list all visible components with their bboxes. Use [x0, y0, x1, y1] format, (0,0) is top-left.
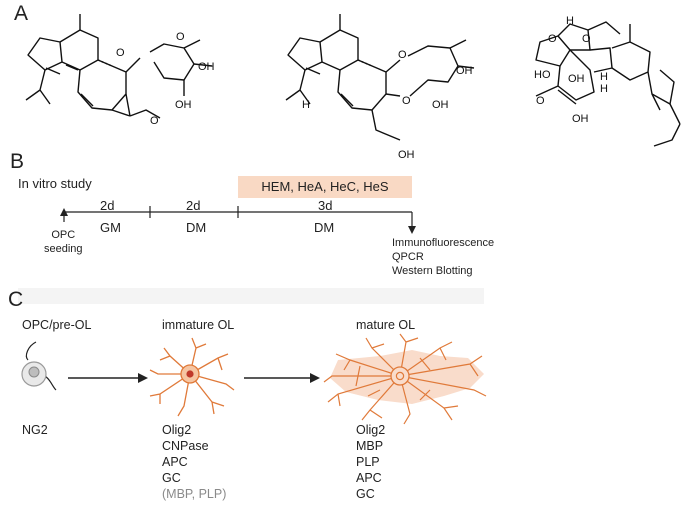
s2-hydroxyl-1: OH: [456, 65, 473, 77]
s3-oxygen-1: O: [548, 33, 557, 45]
s3-hydrogen-3: H: [600, 83, 608, 95]
stage-title-immature: immature OL: [162, 318, 235, 332]
opc-seeding-label: OPC seeding: [44, 228, 83, 256]
panel-a-structures: O O OH OH O H O O OH OH OH H O O H HO OH…: [25, 14, 681, 160]
s3-ketone-oxygen: O: [536, 95, 545, 107]
medium-3: DM: [314, 220, 335, 235]
s1-sugar-oxygen: O: [176, 31, 185, 43]
s3-oxygen-2: O: [582, 33, 591, 45]
medium-1: GM: [100, 220, 121, 235]
marker-item: CNPase: [162, 439, 209, 453]
panel-c-letter: C: [8, 288, 24, 311]
opc-cell: [21, 341, 57, 391]
marker-item: Olig2: [356, 423, 386, 437]
marker-item: NG2: [22, 423, 48, 437]
marker-item: APC: [356, 471, 382, 485]
marker-item: GC: [356, 487, 375, 501]
s1-hydroxyl-1: OH: [198, 61, 215, 73]
s2-oxygen-1: O: [398, 49, 407, 61]
s3-hydrogen-1: H: [566, 15, 574, 27]
marker-item: MBP: [356, 439, 384, 453]
panel-c-band: [18, 288, 484, 304]
structure-3: [535, 21, 681, 147]
s2-hydroxyl-3: OH: [398, 149, 415, 160]
end-label-2: QPCR: [392, 251, 424, 263]
s2-hydrogen: H: [302, 99, 310, 111]
panel-a-letter: A: [14, 2, 29, 25]
stage-title-mature: mature OL: [356, 318, 416, 332]
duration-1: 2d: [100, 198, 115, 213]
markers-opc: NG2: [22, 422, 48, 438]
marker-item-muted: (MBP, PLP): [162, 487, 227, 501]
mature-ol-cell: [323, 333, 487, 425]
s1-ring-oxygen: O: [116, 47, 125, 59]
s2-oxygen-2: O: [402, 95, 411, 107]
duration-3: 3d: [318, 198, 333, 213]
marker-item: APC: [162, 455, 188, 469]
medium-2: DM: [186, 220, 207, 235]
s3-hydroxyl-3: OH: [572, 113, 589, 125]
structure-1: [25, 14, 213, 119]
marker-item: GC: [162, 471, 181, 485]
panel-b-subtitle: In vitro study: [18, 176, 92, 191]
stage-title-opc: OPC/pre-OL: [22, 318, 92, 332]
end-label-1: Immunofluorescence: [392, 237, 495, 249]
s1-aldehyde-oxygen: O: [150, 115, 159, 127]
markers-mature: Olig2 MBP PLP APC GC: [356, 422, 385, 502]
marker-item: Olig2: [162, 423, 192, 437]
treatment-box: [238, 176, 412, 198]
timeline: [60, 206, 416, 234]
s3-hydroxyl-1: HO: [534, 69, 551, 81]
s2-hydroxyl-2: OH: [432, 99, 449, 111]
start-label-line-1: OPC: [51, 229, 76, 241]
panel-b-letter: B: [10, 150, 25, 173]
duration-2: 2d: [186, 198, 201, 213]
start-label-line-2: seeding: [44, 243, 83, 255]
markers-immature: Olig2 CNPase APC GC (MBP, PLP): [162, 422, 226, 502]
marker-item: PLP: [356, 455, 380, 469]
s3-hydrogen-2: H: [600, 71, 608, 83]
s3-hydroxyl-2: OH: [568, 73, 585, 85]
structure-2: [285, 14, 475, 141]
end-label-3: Western Blotting: [392, 265, 473, 277]
end-labels: Immunofluorescence QPCR Western Blotting: [392, 236, 494, 278]
cell-diagram: [21, 333, 487, 425]
s1-hydroxyl-2: OH: [175, 99, 192, 111]
treatment-label: HEM, HeA, HeC, HeS: [261, 179, 389, 194]
